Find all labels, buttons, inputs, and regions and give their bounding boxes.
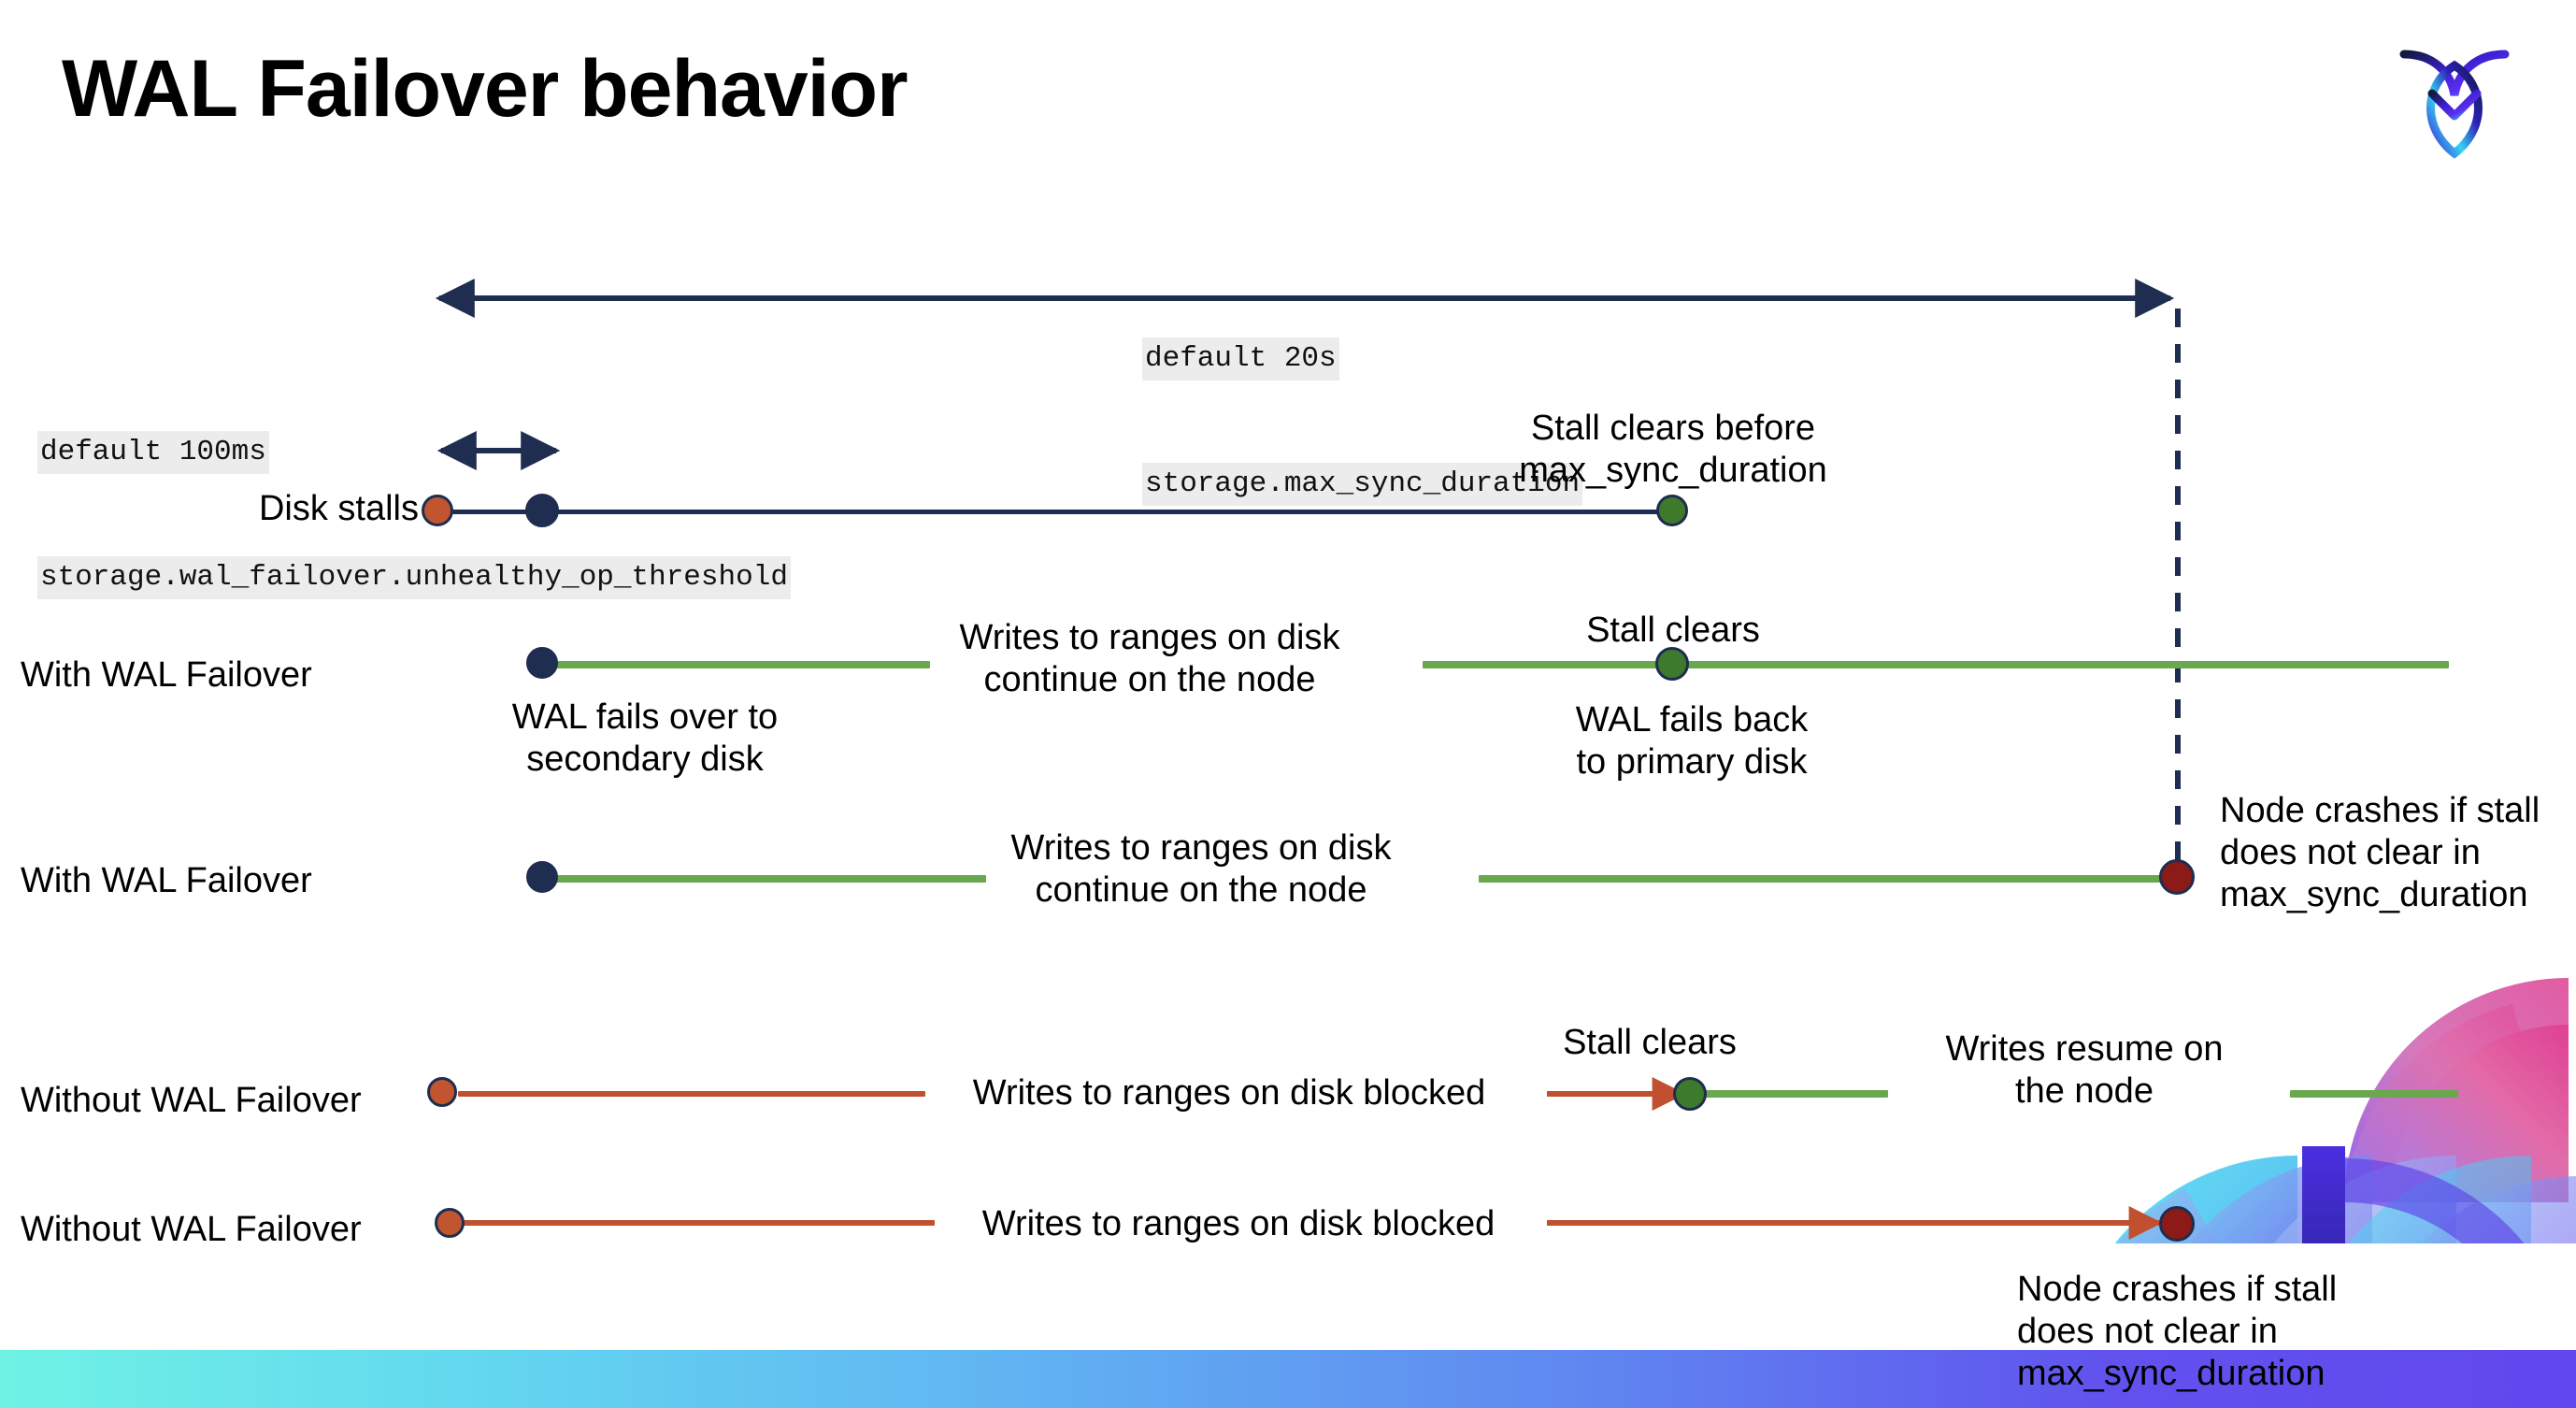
page-title: WAL Failover behavior	[62, 44, 909, 134]
disk-stalls-clear-dot	[1656, 495, 1688, 526]
note-row2-stall-clears: Stall clears	[1586, 611, 1760, 650]
disk-stalls-threshold-dot	[525, 494, 559, 527]
note-row4-stall-clears: Stall clears	[1563, 1023, 1737, 1062]
row-label-disk-stalls: Disk stalls	[258, 489, 419, 528]
note-row3-node-crashes: Node crashes if stall does not clear in …	[2220, 791, 2540, 914]
row4-green-segment	[1701, 1090, 1888, 1098]
row3-green-segment-left	[547, 875, 986, 883]
row3-crash-dot	[2159, 859, 2195, 895]
annotation-max-sync-line1: default 20s	[1142, 338, 1339, 381]
row4-red-segment	[458, 1091, 925, 1097]
row4-stall-start-dot	[427, 1077, 457, 1107]
disk-stalls-start-dot	[422, 495, 453, 526]
cockroachdb-logo-icon	[2389, 28, 2520, 168]
row2-green-segment-right	[1423, 661, 2449, 668]
row3-failover-dot	[526, 861, 558, 893]
row4-green-segment-far	[2290, 1090, 2458, 1098]
note-stall-clears-before-max-sync: Stall clears before max_sync_duration	[1519, 409, 1827, 490]
row5-crash-dot	[2159, 1206, 2195, 1242]
note-row2-wal-fails-over: WAL fails over to secondary disk	[511, 697, 779, 779]
disk-stalls-timeline	[439, 510, 1673, 514]
note-row2-writes-continue: Writes to ranges on disk continue on the…	[959, 618, 1340, 699]
row5-red-segment	[463, 1220, 935, 1226]
annotation-max-sync-line2: storage.max_sync_duration	[1142, 463, 1583, 507]
note-row5-writes-blocked: Writes to ranges on disk blocked	[981, 1204, 1496, 1243]
annotation-unhealthy-op-threshold: default 100ms storage.wal_failover.unhea…	[37, 349, 791, 682]
note-row4-writes-resume: Writes resume on the node	[1945, 1029, 2224, 1111]
note-row2-wal-fails-back: WAL fails back to primary disk	[1575, 700, 1809, 782]
row-label-with-wal-failover-1: With WAL Failover	[21, 655, 312, 695]
bottom-gradient-bar	[0, 1350, 2576, 1408]
row-label-without-wal-failover-1: Without WAL Failover	[21, 1081, 362, 1120]
row2-green-segment-left	[547, 661, 930, 668]
note-row3-writes-continue: Writes to ranges on disk continue on the…	[1010, 828, 1392, 910]
row-label-with-wal-failover-2: With WAL Failover	[21, 861, 312, 900]
note-row4-writes-blocked: Writes to ranges on disk blocked	[972, 1073, 1486, 1113]
row5-stall-start-dot	[435, 1208, 465, 1238]
row2-failover-dot	[526, 647, 558, 679]
row3-green-segment-right	[1479, 875, 2170, 883]
note-row5-node-crashes: Node crashes if stall does not clear in …	[2017, 1270, 2338, 1393]
annotation-unhealthy-line2: storage.wal_failover.unhealthy_op_thresh…	[37, 556, 791, 600]
row4-stall-clears-dot	[1673, 1077, 1707, 1111]
white-mask-left	[0, 1290, 1982, 1350]
row-label-without-wal-failover-2: Without WAL Failover	[21, 1210, 362, 1249]
annotation-unhealthy-line1: default 100ms	[37, 431, 269, 475]
row2-stall-clears-dot	[1655, 647, 1689, 681]
annotation-max-sync-duration: default 20s storage.max_sync_duration	[1142, 255, 1583, 588]
